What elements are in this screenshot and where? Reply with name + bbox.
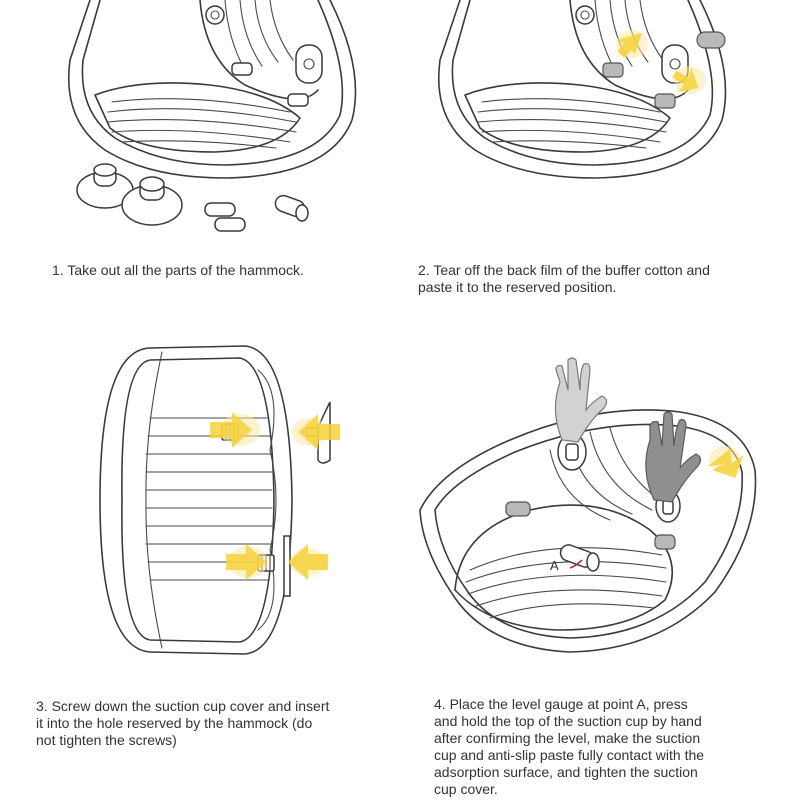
direction-arrow-icon <box>706 446 744 479</box>
hammock-basket-icon <box>419 409 757 653</box>
hammock-basket-icon <box>67 0 357 179</box>
hand-icon <box>645 411 702 503</box>
hand-icon <box>554 357 608 443</box>
step-3-illustration <box>99 345 340 655</box>
buffer-pad-icon <box>602 31 726 109</box>
step-3-panel: 3. Screw down the suction cup cover and … <box>0 330 400 750</box>
step-1-illustration <box>67 0 357 232</box>
step-4-panel: A 4. Place the level gauge at point A, p… <box>400 330 800 800</box>
hammock-basket-icon <box>437 0 727 179</box>
step-4-caption: 4. Place the level gauge at point A, pre… <box>434 696 705 797</box>
step-2-illustration <box>437 0 727 179</box>
hammock-top-view-icon <box>99 345 293 655</box>
direction-arrow-icon <box>210 412 340 580</box>
level-gauge-icon <box>559 544 600 572</box>
step-2-panel: 2. Tear off the back film of the buffer … <box>400 0 800 300</box>
step-4-illustration: A <box>419 357 757 653</box>
level-gauge-icon <box>274 194 309 222</box>
suction-cup-icon <box>121 176 183 226</box>
step-2-caption: 2. Tear off the back film of the buffer … <box>418 262 710 295</box>
point-a-label: A <box>550 558 559 573</box>
suction-cup-icon <box>76 163 134 209</box>
step-1-caption: 1. Take out all the parts of the hammock… <box>52 262 304 278</box>
buffer-pad-icon <box>505 501 676 550</box>
step-1-panel: 1. Take out all the parts of the hammock… <box>0 0 400 300</box>
buffer-pad-icon <box>204 202 246 232</box>
step-3-caption: 3. Screw down the suction cup cover and … <box>36 698 330 748</box>
direction-arrow-icon <box>616 30 706 94</box>
